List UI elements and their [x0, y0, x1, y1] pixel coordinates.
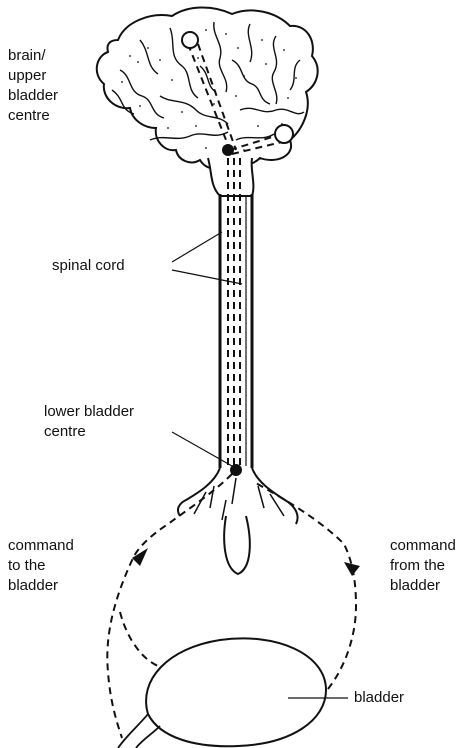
brain-label-line-2: upper	[8, 66, 58, 86]
command-from-label-line-3: bladder	[390, 576, 456, 596]
lower-centre-label-line-1: lower bladder	[44, 402, 134, 422]
command-to-arrow	[132, 548, 148, 566]
brainstem-node	[222, 144, 234, 156]
command-to-label-line-3: bladder	[8, 576, 74, 596]
brainstem	[208, 158, 253, 196]
command-to-label-line-1: command	[8, 536, 74, 556]
brain-label-line-3: bladder	[8, 86, 58, 106]
command-to-branch	[120, 612, 158, 666]
brain-label: brain/ upper bladder centre	[8, 46, 58, 126]
cord-base-right	[252, 468, 298, 524]
urethra-left	[118, 714, 148, 748]
command-from-label-line-2: from the	[390, 556, 456, 576]
command-from-label: command from the bladder	[390, 536, 456, 596]
brain-label-line-1: brain/	[8, 46, 58, 66]
command-from-arrow	[344, 562, 360, 576]
central-appendage	[224, 516, 250, 574]
bladder-outline	[146, 638, 326, 746]
lower-centre-label: lower bladder centre	[44, 402, 134, 442]
upper-centre-node	[182, 32, 198, 48]
leader-lines	[172, 232, 348, 698]
cord-base-left	[178, 468, 220, 516]
urethra-right	[136, 726, 160, 748]
bladder-label: bladder	[354, 688, 404, 708]
bladder-label-text: bladder	[354, 688, 404, 708]
lower-centre-label-line-2: centre	[44, 422, 134, 442]
command-to-label-line-2: to the	[8, 556, 74, 576]
spinal-cord-label: spinal cord	[52, 256, 125, 276]
secondary-brain-node	[275, 125, 293, 143]
command-from-label-line-1: command	[390, 536, 456, 556]
spinal-cord-label-text: spinal cord	[52, 256, 125, 276]
brain-outline	[97, 8, 318, 169]
command-to-label: command to the bladder	[8, 536, 74, 596]
brain-label-line-4: centre	[8, 106, 58, 126]
